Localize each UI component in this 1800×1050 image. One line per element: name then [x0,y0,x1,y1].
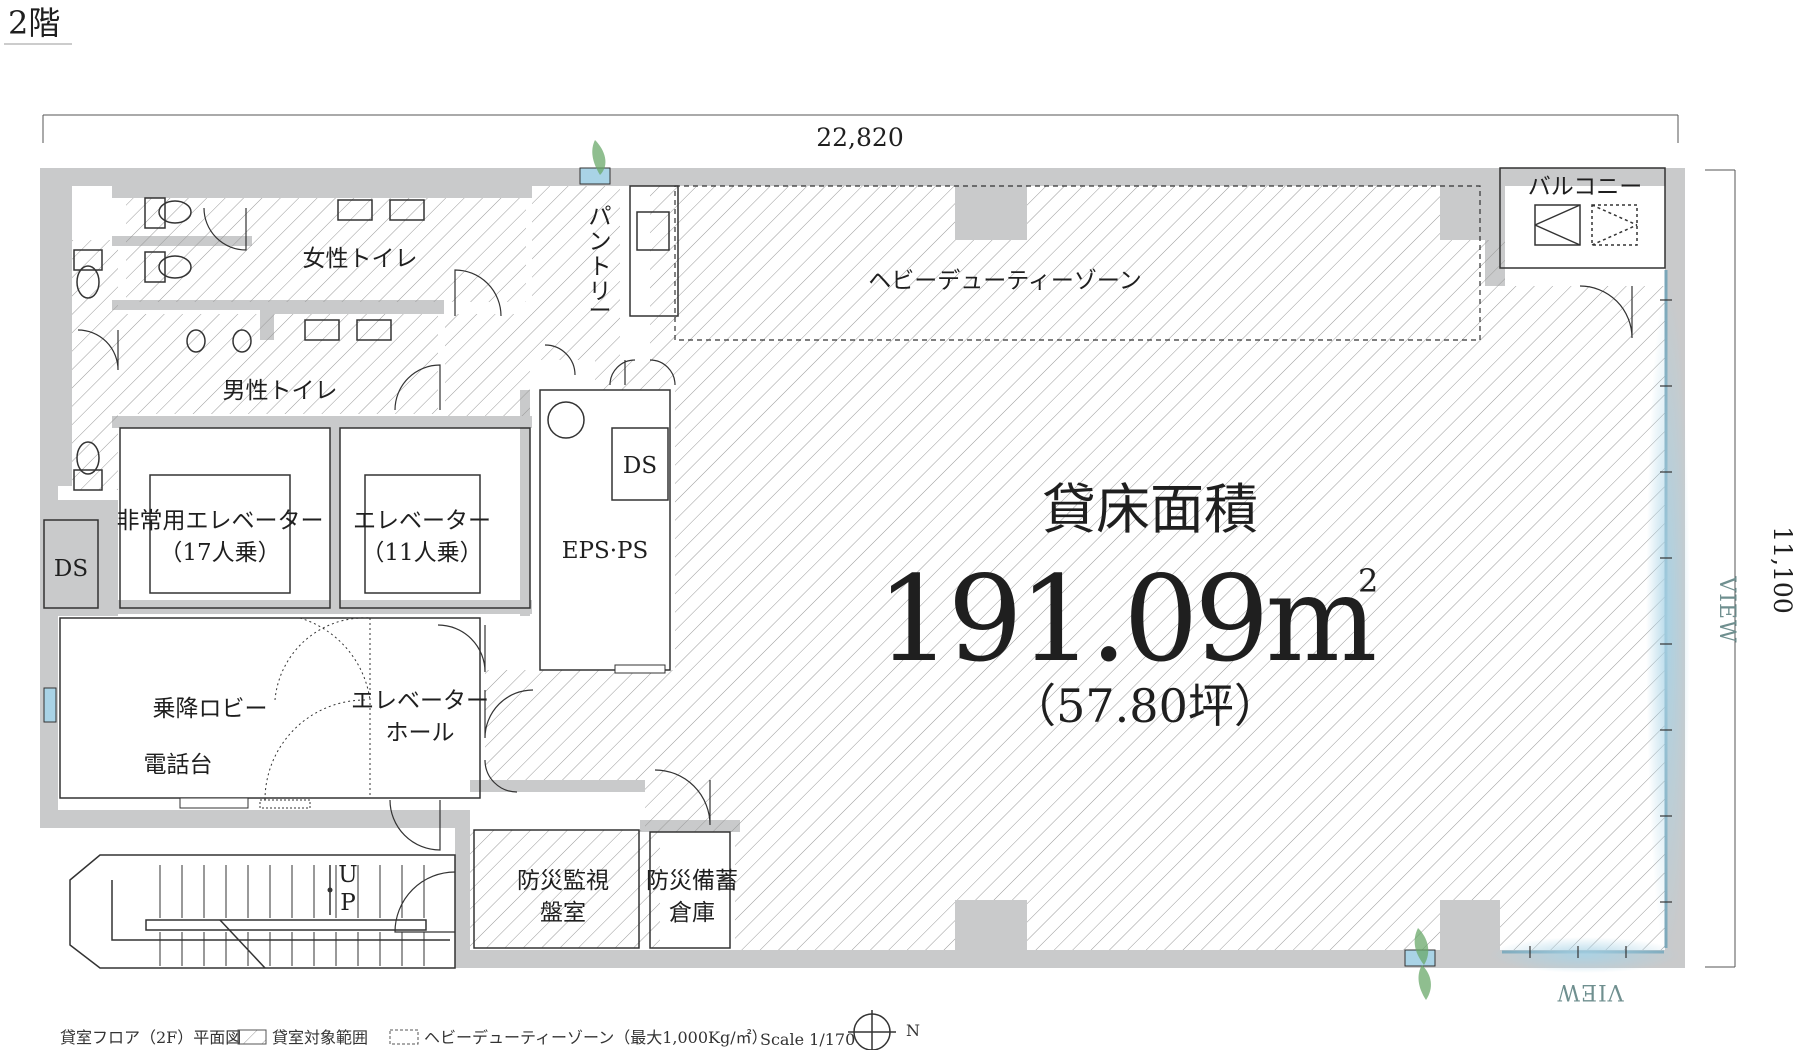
label-ds-right: DS [623,453,657,479]
heavy-duty-zone-outline [674,185,1481,341]
corridor-hatch [445,186,620,416]
toilet-fixtures [73,197,585,491]
green-leaf-bottom [1414,928,1429,965]
view-label-right: VIEW [1714,575,1739,643]
area-unit-superscript: 2 [1358,562,1378,600]
monitor-hatch [470,830,660,948]
label-elevator-hall-2: ホール [386,720,455,746]
toilet-w-hatch [126,198,526,302]
view-glow-bottom [1490,937,1680,973]
label-eps-ps: EPS·PS [562,538,649,564]
green-leaf-top [592,140,606,175]
landing-strip-2 [259,799,311,809]
svg-text:ン: ン [589,229,612,255]
label-elevator-1: エレベーター [353,508,491,534]
legend-plan-title: 貸室フロア（2F）平面図 [60,1028,241,1047]
legend-heavy-zone: ヘビーデューティーゾーン（最大1,000Kg/㎡） [424,1028,768,1047]
svg-text:ト: ト [589,254,612,280]
eps-door-strip [614,664,666,674]
legend-scale: Scale 1/170 [760,1030,855,1049]
svg-text:ー: ー [589,298,612,324]
north-label: N [906,1021,920,1040]
label-emergency-elevator-2: （17人乗） [159,540,280,566]
svg-text:リ: リ [589,279,612,305]
label-stairs-up-u: U [338,862,357,888]
rental-area-hatch [485,186,1665,950]
label-ds-left: DS [54,556,88,582]
room-outlines [43,167,1666,949]
label-emergency-elevator-1: 非常用エレベーター [117,508,324,534]
width-value: 22,820 [816,123,903,152]
doors [77,207,1633,933]
area-unit: m [1265,550,1374,688]
depth-value: 11,100 [1768,526,1797,613]
view-glow-right [1646,280,1690,960]
label-disaster-storage-1: 防災備蓄 [646,868,738,894]
toilet-m-hatch [118,314,438,414]
area-value: 191.09m [877,550,1375,688]
area-tsubo: （57.80坪） [1010,679,1280,733]
area-number: 191.09 [877,550,1266,688]
label-womens-toilet: 女性トイレ [303,246,418,272]
label-balcony: バルコニー [1528,174,1643,200]
legend-rental-area: 貸室対象範囲 [272,1028,368,1047]
label-heavy-duty-zone: ヘビーデューティーゾーン [868,268,1141,294]
window-mullions [1529,299,1672,958]
depth-dimension: 11,100 [1705,169,1797,968]
label-mens-toilet: 男性トイレ [223,378,338,404]
legend-dashed-swatch [389,1029,419,1045]
label-disaster-storage-2: 倉庫 [669,900,715,926]
label-disaster-monitor-2: 盤室 [540,900,586,926]
legend-hatch-swatch [237,1029,267,1045]
label-disaster-monitor-1: 防災監視 [517,868,609,894]
label-elevator-hall-1: エレベーター [351,688,489,714]
view-label-bottom: VIEW [1556,979,1624,1004]
label-stairs-up-p: P [340,890,355,916]
label-boarding-lobby: 乗降ロビー [153,696,268,722]
landing-strip [179,797,249,809]
label-phone-stand: 電話台 [144,752,213,778]
left-column-hatch [72,240,118,490]
label-pantry: パ ン ト リ ー [589,204,612,324]
svg-text:パ: パ [589,204,612,230]
label-elevator-2: （11人乗） [361,540,482,566]
staircase [69,854,456,969]
legend: 貸室フロア（2F）平面図 貸室対象範囲 ヘビーデューティーゾーン（最大1,000… [60,1010,920,1050]
green-leaf-bottom-2 [1418,965,1431,1000]
floor-label: 2階 [8,4,60,42]
width-dimension: 22,820 [42,114,1679,152]
area-title: 貸床面積 [1042,478,1258,541]
